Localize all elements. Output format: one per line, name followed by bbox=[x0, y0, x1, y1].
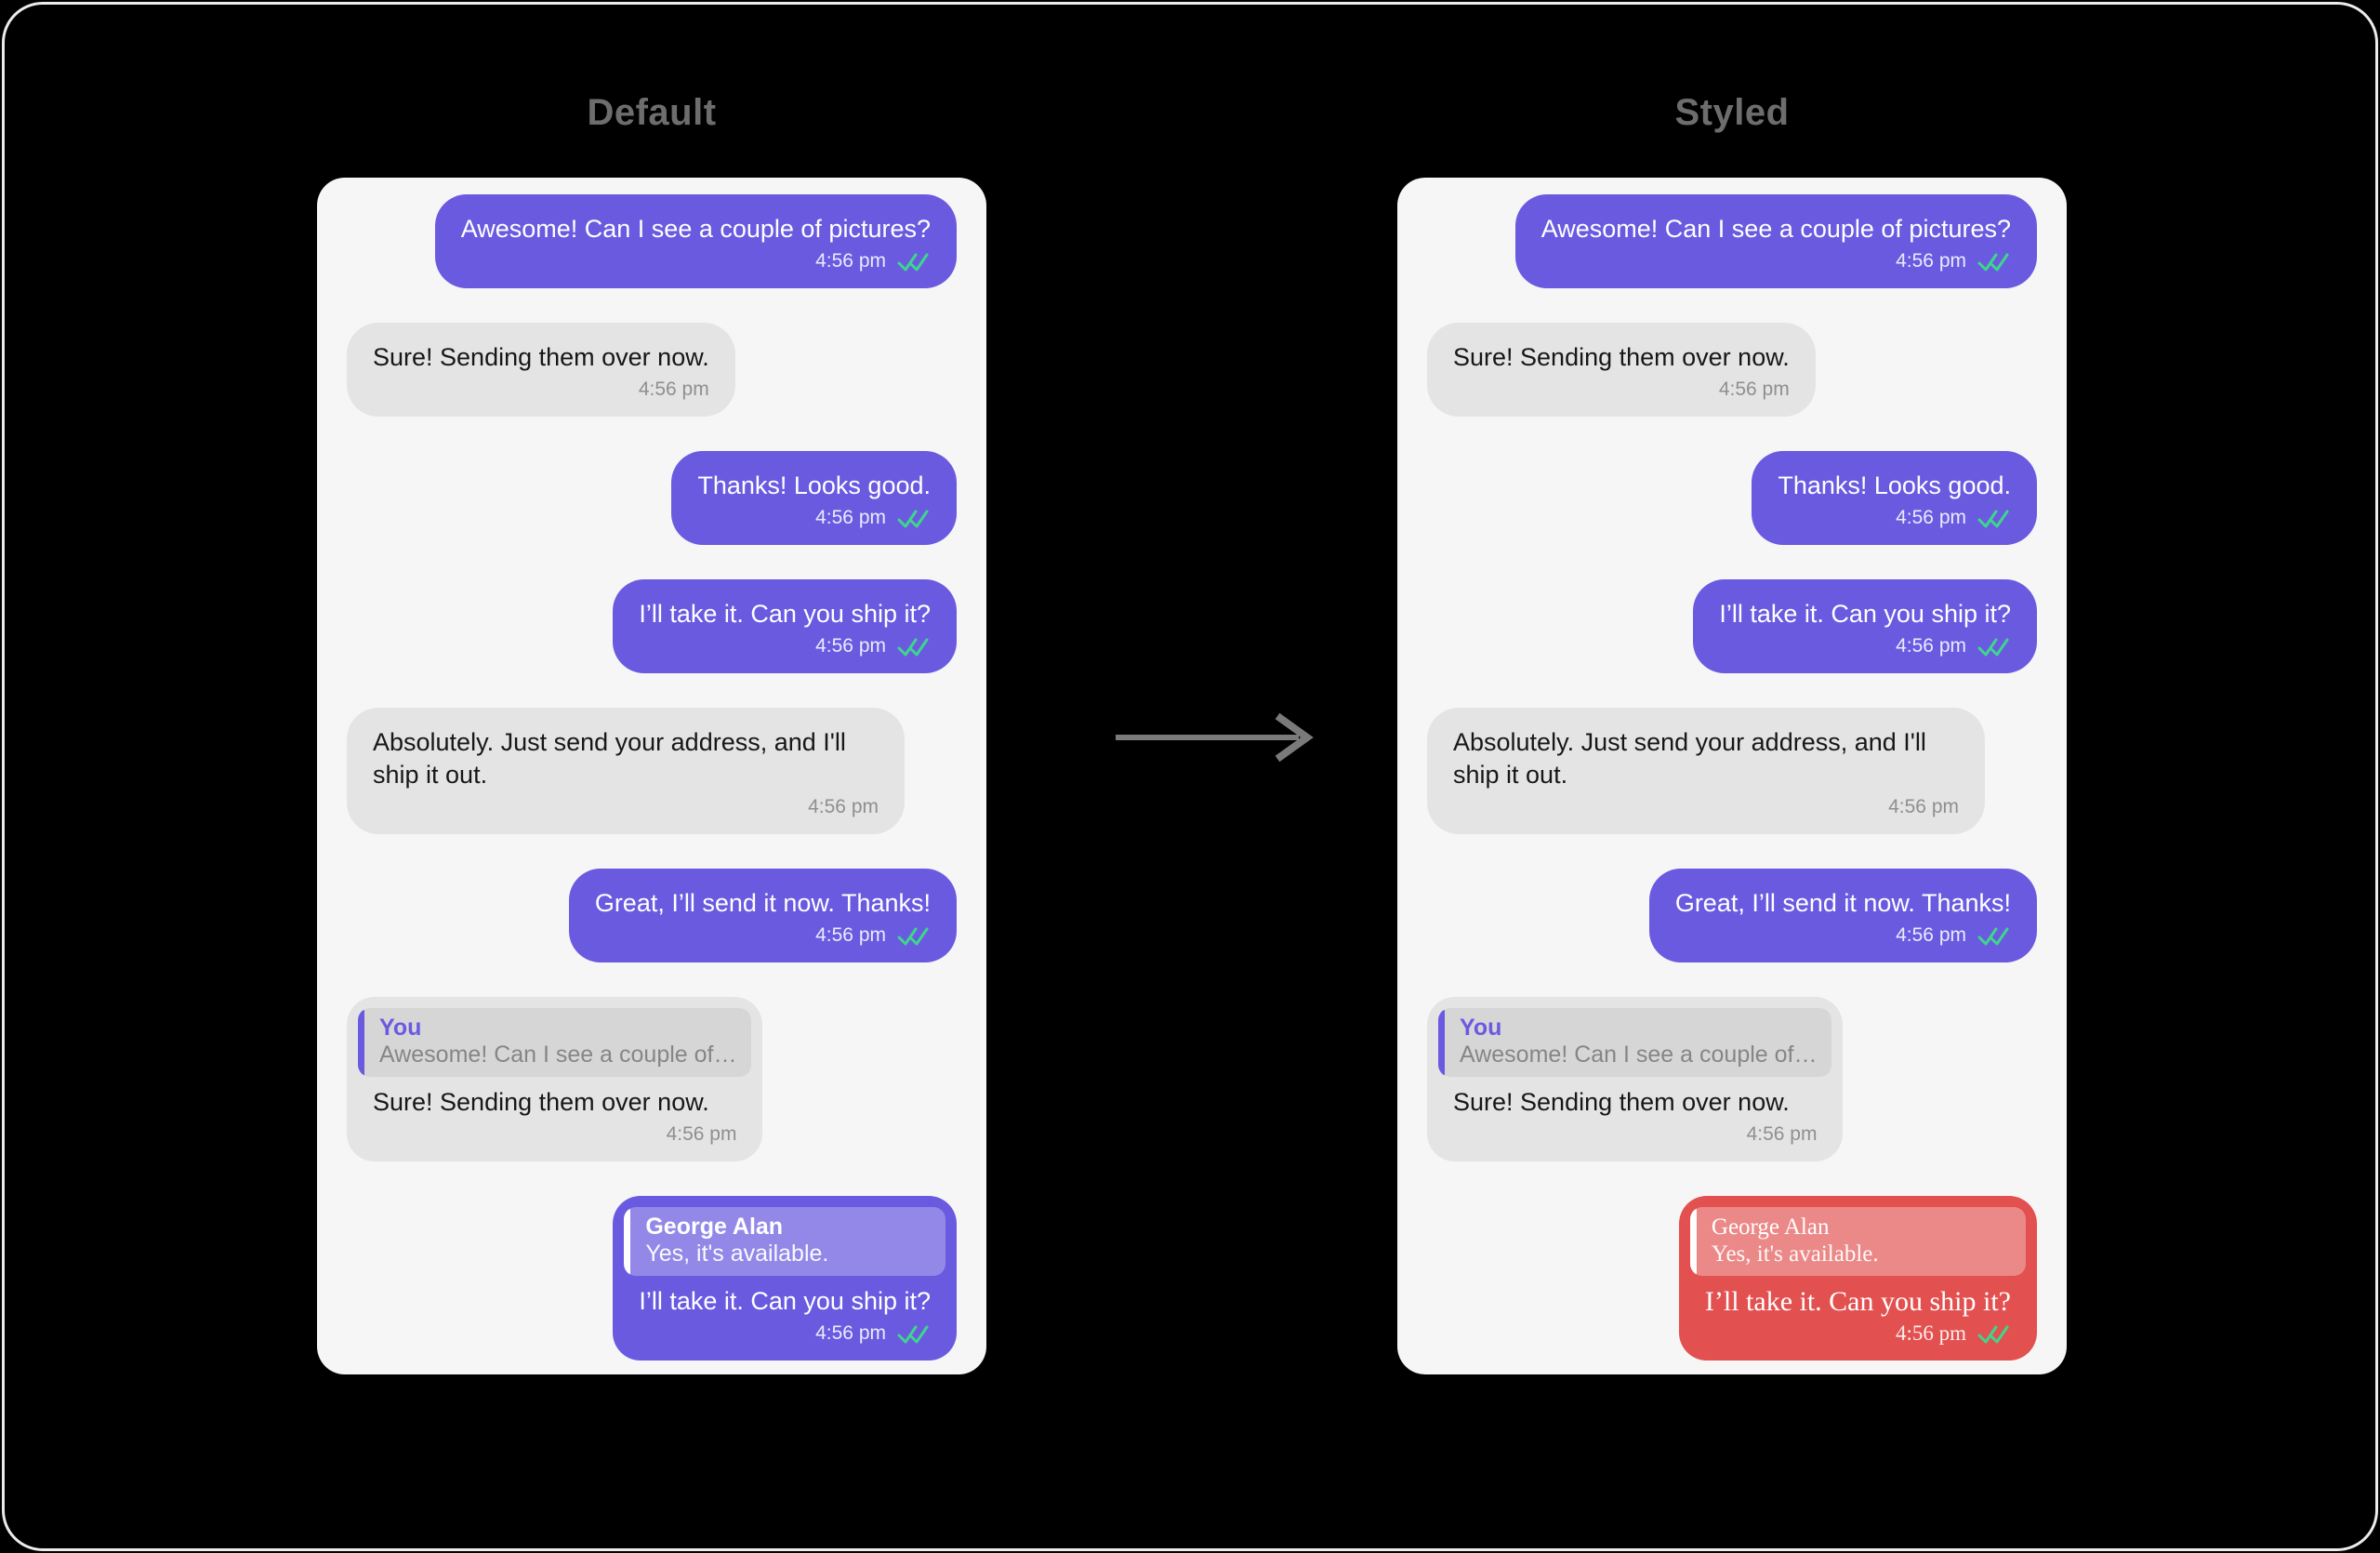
message-text: I’ll take it. Can you ship it? bbox=[1719, 600, 2011, 628]
reply-quote-text: Awesome! Can I see a couple of… bbox=[379, 1042, 737, 1068]
message-text: Awesome! Can I see a couple of pictures? bbox=[1540, 215, 2011, 243]
reply-quote-text: Yes, it's available. bbox=[1711, 1241, 1879, 1267]
message-meta: 4:56 pm bbox=[595, 922, 931, 949]
message-time: 4:56 pm bbox=[815, 635, 886, 657]
message-text: Sure! Sending them over now. bbox=[373, 1088, 709, 1116]
message-meta: 4:56 pm bbox=[1705, 1320, 2011, 1347]
message-text: Sure! Sending them over now. bbox=[1453, 1088, 1790, 1116]
message-bubble-outgoing[interactable]: Awesome! Can I see a couple of pictures?… bbox=[434, 194, 957, 288]
message-bubble-outgoing[interactable]: Awesome! Can I see a couple of pictures?… bbox=[1514, 194, 2037, 288]
reply-quote-author: You bbox=[1460, 1015, 1502, 1041]
double-check-icon bbox=[1977, 253, 2009, 271]
message-time: 4:56 pm bbox=[1896, 507, 1966, 528]
double-check-icon bbox=[1977, 510, 2009, 527]
reply-quote-author: George Alan bbox=[1711, 1215, 1830, 1240]
message-time: 4:56 pm bbox=[815, 507, 886, 528]
message-bubble-incoming[interactable]: Sure! Sending them over now. 4:56 pm bbox=[1427, 323, 1816, 417]
message-meta: 4:56 pm bbox=[1453, 376, 1790, 404]
message-bubble-incoming[interactable]: Sure! Sending them over now. 4:56 pm bbox=[347, 323, 735, 417]
message-meta: 4:56 pm bbox=[1778, 504, 2011, 532]
reply-quote-author: George Alan bbox=[645, 1214, 784, 1240]
right-arrow-icon bbox=[1116, 712, 1314, 763]
double-check-icon bbox=[897, 510, 929, 527]
message-bubble-outgoing[interactable]: Thanks! Looks good. 4:56 pm bbox=[1752, 451, 2037, 545]
message-bubble-outgoing[interactable]: I’ll take it. Can you ship it? 4:56 pm bbox=[613, 579, 957, 673]
message-time: 4:56 pm bbox=[815, 924, 886, 946]
message-text: Awesome! Can I see a couple of pictures? bbox=[460, 215, 931, 243]
styled-column: Styled Awesome! Can I see a couple of pi… bbox=[1397, 0, 2067, 1553]
double-check-icon bbox=[1977, 927, 2009, 945]
message-meta: 4:56 pm bbox=[373, 1121, 737, 1148]
message-time: 4:56 pm bbox=[1896, 924, 1966, 946]
message-time: 4:56 pm bbox=[1895, 1321, 1966, 1345]
message-text: Absolutely. Just send your address, and … bbox=[1453, 728, 1926, 789]
message-meta: 4:56 pm bbox=[639, 632, 931, 660]
message-time: 4:56 pm bbox=[1746, 1123, 1818, 1145]
message-text: I’ll take it. Can you ship it? bbox=[1704, 1286, 2011, 1317]
message-meta: 4:56 pm bbox=[639, 1320, 931, 1347]
message-text: Sure! Sending them over now. bbox=[1453, 343, 1790, 371]
message-text: Sure! Sending them over now. bbox=[373, 343, 709, 371]
message-meta: 4:56 pm bbox=[373, 793, 879, 821]
message-meta: 4:56 pm bbox=[1453, 1121, 1818, 1148]
message-bubble-outgoing[interactable]: Thanks! Looks good. 4:56 pm bbox=[671, 451, 957, 545]
message-time: 4:56 pm bbox=[815, 1322, 886, 1344]
message-meta: 4:56 pm bbox=[1719, 632, 2011, 660]
message-meta: 4:56 pm bbox=[697, 504, 931, 532]
message-meta: 4:56 pm bbox=[461, 247, 931, 275]
double-check-icon bbox=[897, 1325, 929, 1343]
double-check-icon bbox=[897, 927, 929, 945]
message-bubble-outgoing[interactable]: I’ll take it. Can you ship it? 4:56 pm bbox=[1693, 579, 2037, 673]
message-time: 4:56 pm bbox=[815, 250, 886, 272]
chat-panel-styled: Awesome! Can I see a couple of pictures?… bbox=[1397, 178, 2067, 1374]
reply-quote-bar bbox=[624, 1207, 631, 1276]
message-text: Great, I’ll send it now. Thanks! bbox=[594, 889, 931, 917]
reply-quote-text: Yes, it's available. bbox=[645, 1241, 829, 1267]
message-time: 4:56 pm bbox=[638, 378, 709, 400]
message-time: 4:56 pm bbox=[1896, 250, 1966, 272]
double-check-icon bbox=[897, 638, 929, 656]
message-bubble-outgoing[interactable]: Great, I’ll send it now. Thanks! 4:56 pm bbox=[568, 869, 957, 962]
double-check-icon bbox=[1977, 1325, 2009, 1343]
message-time: 4:56 pm bbox=[666, 1123, 737, 1145]
reply-quote-bar bbox=[1689, 1207, 1697, 1276]
reply-quote-bar bbox=[1438, 1008, 1445, 1077]
message-text: Thanks! Looks good. bbox=[1778, 471, 2011, 499]
message-bubble-incoming[interactable]: Absolutely. Just send your address, and … bbox=[347, 708, 905, 834]
default-column: Default Awesome! Can I see a couple of p… bbox=[317, 0, 986, 1553]
message-text: Great, I’ll send it now. Thanks! bbox=[1674, 889, 2011, 917]
message-meta: 4:56 pm bbox=[1541, 247, 2011, 275]
chat-panel-default: Awesome! Can I see a couple of pictures?… bbox=[317, 178, 986, 1374]
message-time: 4:56 pm bbox=[808, 796, 879, 817]
message-text: Absolutely. Just send your address, and … bbox=[373, 728, 846, 789]
message-meta: 4:56 pm bbox=[1453, 793, 1959, 821]
message-text: I’ll take it. Can you ship it? bbox=[639, 1287, 931, 1315]
message-text: I’ll take it. Can you ship it? bbox=[639, 600, 931, 628]
reply-quote-text: Awesome! Can I see a couple of… bbox=[1460, 1042, 1818, 1068]
message-time: 4:56 pm bbox=[1896, 635, 1966, 657]
message-bubble-outgoing[interactable]: Great, I’ll send it now. Thanks! 4:56 pm bbox=[1648, 869, 2037, 962]
message-meta: 4:56 pm bbox=[1675, 922, 2011, 949]
message-meta: 4:56 pm bbox=[373, 376, 709, 404]
double-check-icon bbox=[897, 253, 929, 271]
reply-quote-author: You bbox=[379, 1015, 422, 1041]
double-check-icon bbox=[1977, 638, 2009, 656]
message-bubble-incoming[interactable]: Absolutely. Just send your address, and … bbox=[1427, 708, 1985, 834]
message-text: Thanks! Looks good. bbox=[697, 471, 931, 499]
column-title-default: Default bbox=[587, 92, 717, 133]
message-time: 4:56 pm bbox=[1888, 796, 1959, 817]
message-time: 4:56 pm bbox=[1718, 378, 1790, 400]
reply-quote-bar bbox=[358, 1008, 364, 1077]
column-title-styled: Styled bbox=[1674, 92, 1790, 133]
